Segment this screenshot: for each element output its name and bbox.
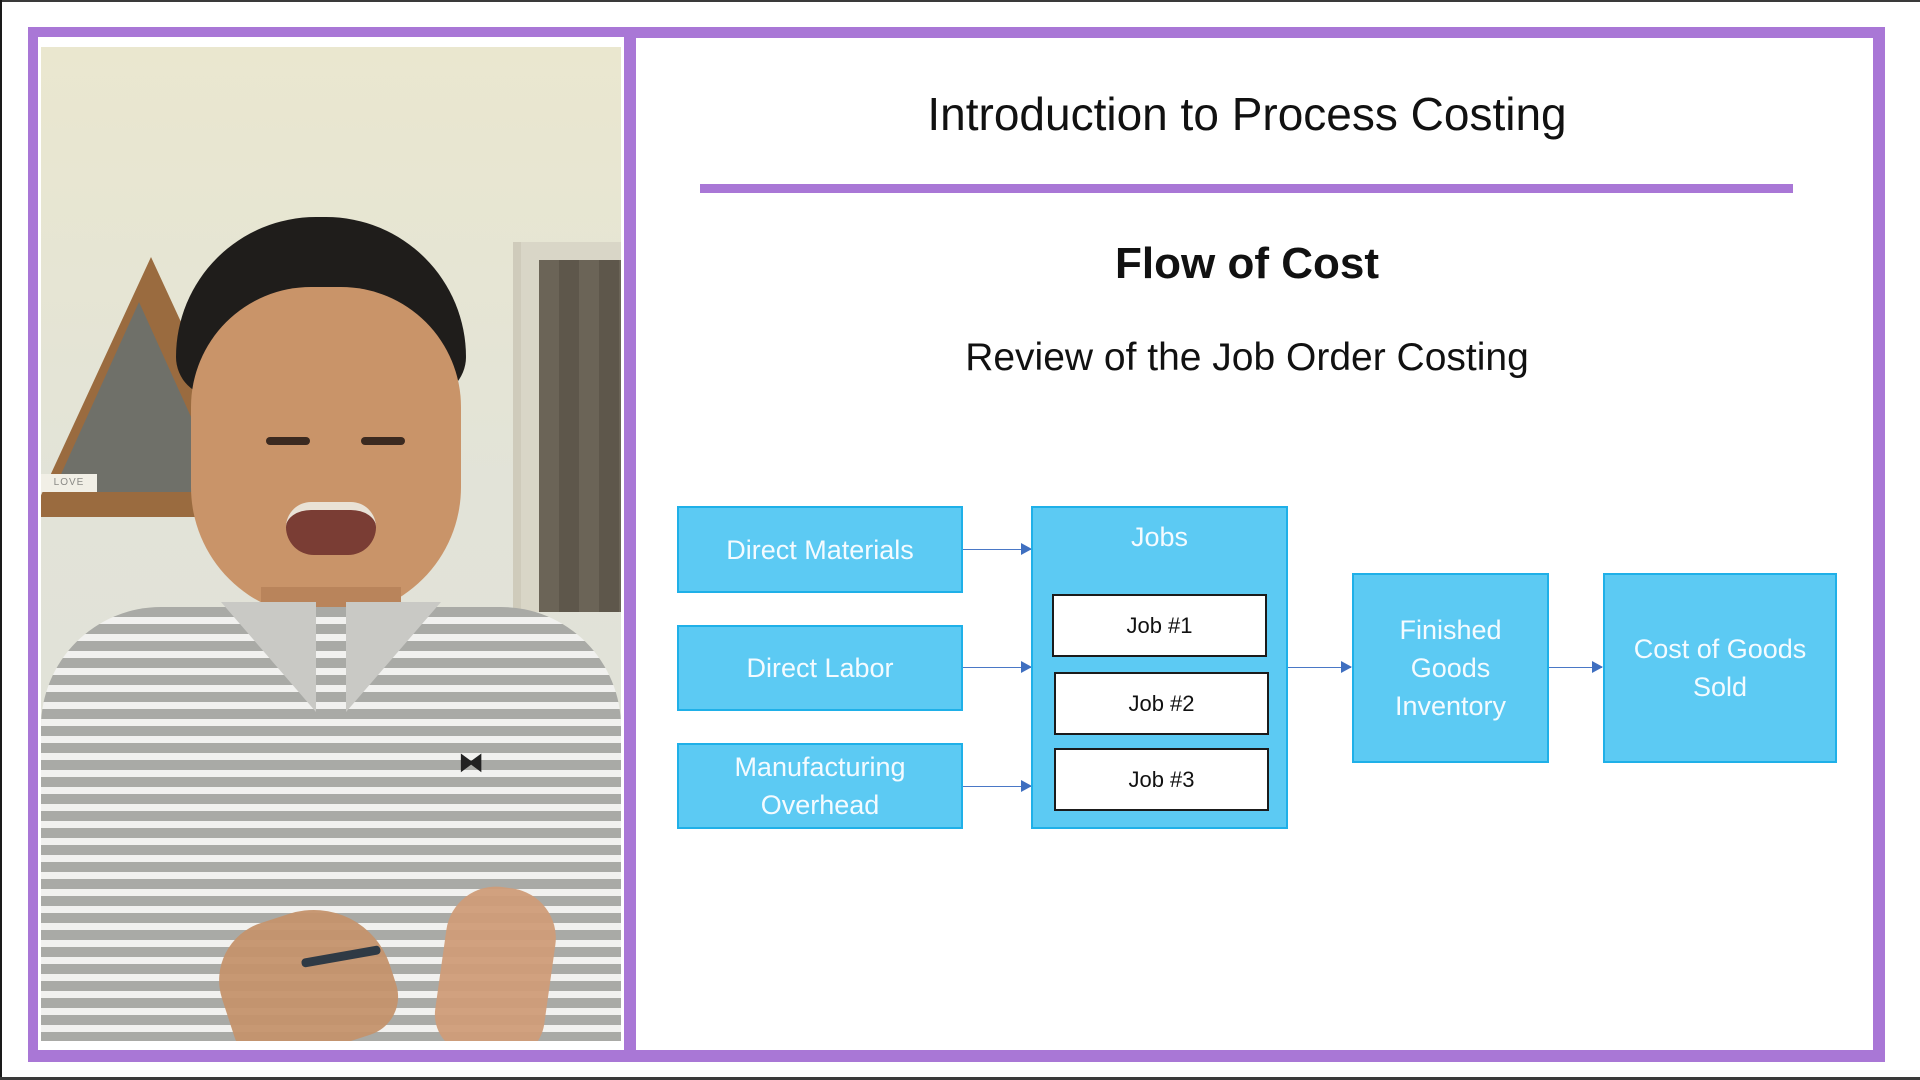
presenter-eye-right — [361, 437, 405, 445]
finished-goods-inventory-box: Finished Goods Inventory — [1352, 573, 1549, 763]
title-divider — [700, 184, 1793, 193]
slide-heading: Flow of Cost — [1115, 239, 1379, 288]
manufacturing-overhead-box: Manufacturing Overhead — [677, 743, 963, 829]
presenter-eye-left — [266, 437, 310, 445]
direct-labor-box: Direct Labor — [677, 625, 963, 711]
shirt-collar-left — [221, 602, 316, 712]
presenter-face — [191, 287, 461, 617]
presenter-video: LOVE ⧓ — [41, 47, 621, 1041]
arrow-right-icon — [1288, 661, 1352, 673]
slide-title: Introduction to Process Costing — [927, 88, 1567, 140]
direct-labor-label: Direct Labor — [746, 653, 894, 683]
cost-of-goods-sold-label: Cost of Goods Sold — [1633, 634, 1807, 702]
direct-materials-label: Direct Materials — [726, 534, 914, 565]
job-3-label: Job #3 — [1128, 766, 1195, 792]
manufacturing-overhead-label: Manufacturing Overhead — [734, 752, 906, 820]
wood-frame-decor — [513, 242, 621, 612]
under-armour-logo-icon: ⧓ — [458, 747, 484, 777]
love-sign: LOVE — [41, 474, 97, 492]
shirt-collar-right — [346, 602, 441, 712]
window-left-edge — [0, 0, 2, 1080]
slide-subheading: Review of the Job Order Costing — [965, 336, 1529, 379]
job-2-label: Job #2 — [1128, 690, 1195, 716]
wood-panel — [539, 260, 621, 612]
arrow-right-icon — [963, 780, 1032, 792]
presenter-mouth — [286, 502, 376, 555]
job-2-box: Job #2 — [1054, 672, 1269, 735]
job-3-box: Job #3 — [1054, 748, 1269, 811]
window-bottom-edge — [0, 1077, 1920, 1080]
arrow-right-icon — [1549, 661, 1603, 673]
arrow-right-icon — [963, 661, 1032, 673]
finished-goods-inventory-label: Finished Goods Inventory — [1394, 615, 1507, 721]
job-1-label: Job #1 — [1126, 612, 1193, 638]
arrow-right-icon — [963, 543, 1032, 555]
direct-materials-box: Direct Materials — [677, 506, 963, 593]
cost-of-goods-sold-box: Cost of Goods Sold — [1603, 573, 1837, 763]
window-top-edge — [0, 0, 1920, 2]
job-1-box: Job #1 — [1052, 594, 1267, 657]
jobs-label: Jobs — [1130, 522, 1189, 552]
